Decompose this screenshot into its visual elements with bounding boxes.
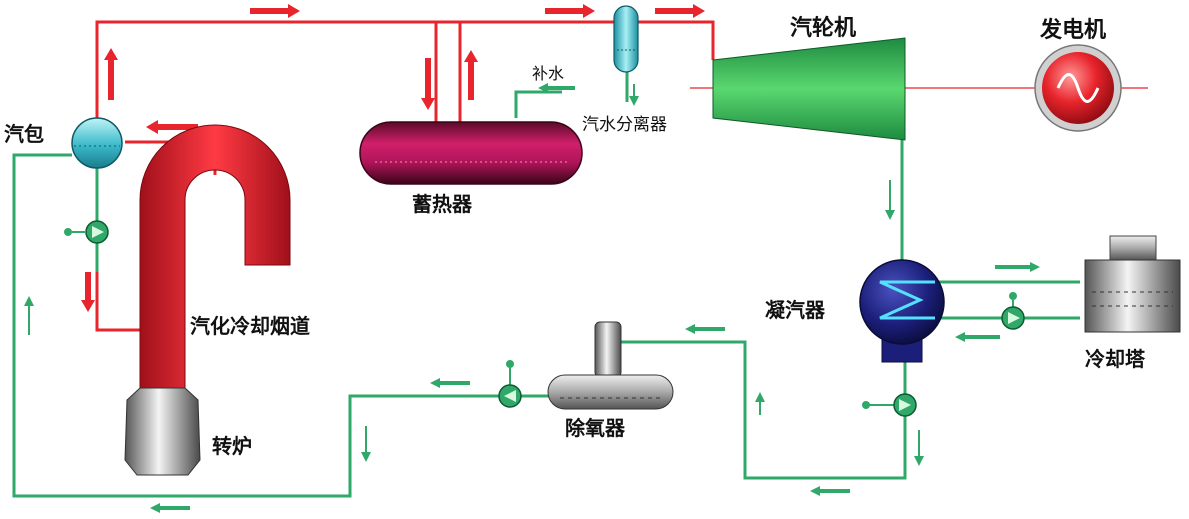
generator [1034,44,1122,132]
converter [124,387,201,476]
heat-accumulator [359,121,583,185]
accumulator-label: 蓄热器 [412,192,472,216]
steam-drum [71,117,123,169]
cooling-tower-label: 冷却塔 [1085,347,1145,371]
deaerator [547,321,674,410]
circulation-pump [64,220,109,244]
separator-label: 汽水分离器 [582,115,667,135]
flue-label: 汽化冷却烟道 [190,314,310,338]
generator-label: 发电机 [1040,18,1107,43]
condenser [859,259,945,363]
converter-label: 转炉 [212,434,252,458]
water-flow-arrows [24,83,1040,513]
water-lines [12,70,1080,498]
feed-pump [498,360,522,408]
steam-drum-label: 汽包 [4,122,44,146]
cooling-water-pump [1001,292,1025,330]
cooling-flue [139,124,291,391]
deaerator-label: 除氧器 [565,416,625,440]
steam-flow-arrows [81,4,705,312]
condensate-pump [862,393,917,417]
steam-turbine [712,37,906,141]
makeup-water-label: 补水 [532,64,565,83]
turbine-label: 汽轮机 [790,16,857,41]
cooling-tower [1084,235,1181,333]
steam-water-separator [613,5,639,73]
condenser-label: 凝汽器 [765,298,825,322]
